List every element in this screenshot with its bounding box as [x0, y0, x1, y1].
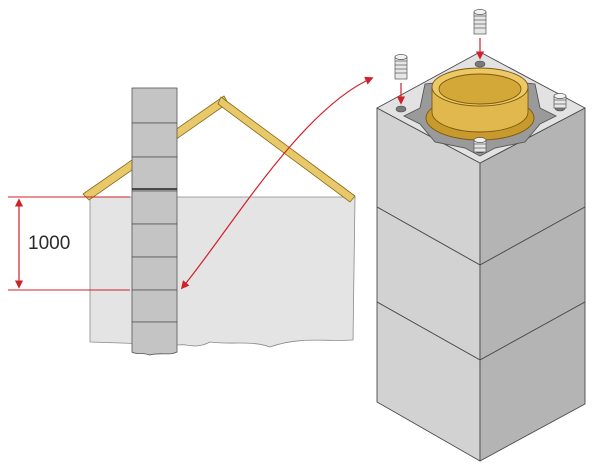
chimney-block: [131, 289, 178, 323]
block-right-face: [479, 301, 586, 462]
chimney-block: [131, 223, 178, 258]
dimension-label: 1000: [28, 233, 70, 254]
chimney-stack: [131, 87, 178, 356]
chimney-block: [131, 321, 178, 356]
bolt-hole: [395, 105, 407, 113]
connector-arrow: [180, 76, 374, 290]
placement-arrows: [396, 38, 485, 105]
threaded-rod: [473, 137, 487, 153]
chimney-block: [131, 122, 178, 158]
house-section: [82, 95, 356, 348]
threaded-rod: [473, 9, 487, 35]
flue-liner: [402, 67, 558, 157]
bolt-hole: [474, 60, 486, 68]
threaded-rod: [394, 54, 408, 80]
dimension-marker: 1000: [8, 196, 130, 291]
house-wall: [89, 196, 356, 348]
chimney-block: [131, 190, 178, 225]
roof-right-rafter: [217, 96, 356, 203]
threaded-rod: [553, 93, 567, 109]
chimney-block: [131, 156, 178, 192]
liner-inner: [438, 73, 522, 105]
chimney-block: [131, 256, 178, 291]
chimney-block: [131, 87, 178, 124]
threaded-rods: [394, 9, 567, 153]
